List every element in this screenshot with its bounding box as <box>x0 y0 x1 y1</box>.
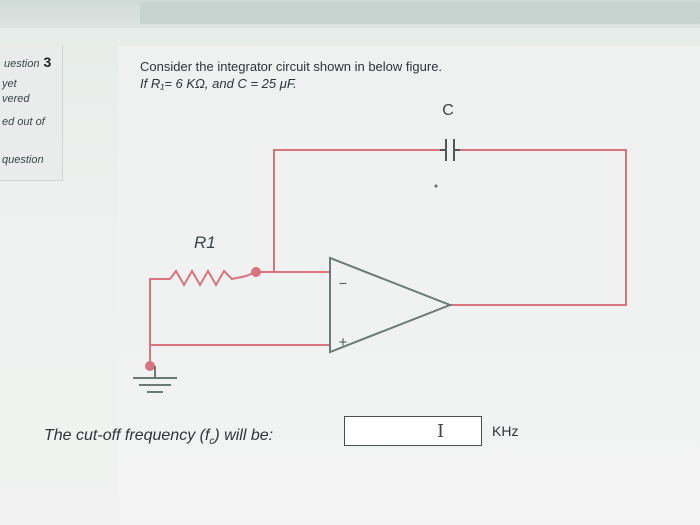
resistor-r1 <box>169 268 257 288</box>
inverting-input-symbol: − <box>339 275 347 291</box>
cutoff-frequency-input[interactable] <box>344 416 482 446</box>
junction-dot-inverting <box>251 267 261 277</box>
circuit-wires <box>149 149 627 366</box>
capacitor-c <box>440 139 460 161</box>
question-line-1: Consider the integrator circuit shown in… <box>140 59 443 74</box>
question-label: uestion <box>4 58 40 70</box>
question-number-value: 3 <box>43 54 52 70</box>
answer-label-text: The cut-off frequency (f <box>44 427 210 444</box>
marks-text: ed out of <box>2 116 45 128</box>
question-text: Consider the integrator circuit shown in… <box>140 58 442 92</box>
question-line-2: If R₁= 6 KΩ, and C = 25 μF. <box>140 76 297 91</box>
capacitor-label: C <box>442 102 454 119</box>
junction-dot-ground <box>145 361 155 371</box>
answer-prompt: The cut-off frequency (fc) will be: <box>44 427 273 447</box>
answer-label-sub: c <box>209 436 215 448</box>
unit-label: KHz <box>492 423 519 439</box>
opamp-triangle <box>329 256 453 354</box>
resistor-label: R1 <box>194 233 216 252</box>
resistor-left-wire <box>149 278 170 366</box>
header-bar <box>140 2 700 24</box>
ground-icon <box>133 366 177 393</box>
status-line-1: yet <box>2 78 17 90</box>
feedback-wire-left <box>256 149 440 273</box>
noninverting-input-symbol: + <box>339 334 348 351</box>
status-line-2: vered <box>2 93 30 105</box>
stray-dot <box>434 184 438 188</box>
answer-label-end: ) will be: <box>214 427 274 444</box>
feedback-wire-right <box>450 149 627 306</box>
top-header-band <box>0 0 700 28</box>
flag-question-link[interactable]: question <box>2 154 44 166</box>
